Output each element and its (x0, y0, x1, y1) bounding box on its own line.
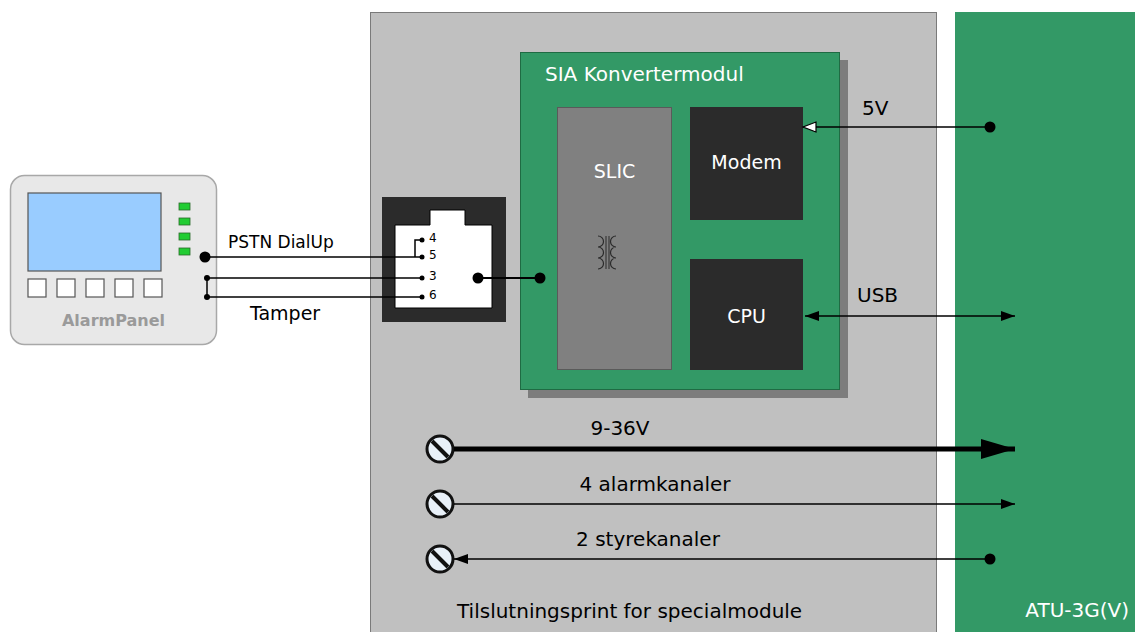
sia-converter-module: SLIC ModemCPU SIA Konvertermodul (520, 52, 840, 390)
pin-number: 5 (429, 248, 449, 262)
node-label: SLIC (558, 160, 671, 183)
junction-dot (985, 554, 996, 565)
rj-socket: 4 5 3 6 (382, 197, 506, 322)
screw-terminal (427, 546, 453, 572)
pin-number: 4 (429, 231, 449, 245)
signal-label: 4 alarmkanaler (579, 472, 730, 496)
status-led (179, 248, 190, 255)
cpu-block: CPU (690, 259, 803, 370)
node-label: Tilslutningsprint for specialmodule (457, 599, 927, 623)
pin-number: 3 (429, 269, 449, 283)
slic-block: SLIC (557, 107, 672, 370)
signal-label: PSTN DialUp (228, 232, 334, 252)
panel-button (144, 279, 162, 297)
node-label: ATU-3G(V) (961, 598, 1129, 622)
alarm-panel: AlarmPanel (10, 175, 217, 345)
junction-dot (473, 273, 484, 284)
connector (454, 503, 1015, 505)
panel-button (115, 279, 133, 297)
transformer-symbol (558, 108, 671, 369)
modem-block: Modem (690, 107, 803, 220)
pin-contact (420, 238, 425, 243)
atu-unit: ATU-3G(V) (955, 12, 1135, 632)
pin-wire (415, 240, 422, 257)
node-label: Modem (690, 151, 803, 174)
signal-label: Tamper (250, 302, 320, 325)
junction-dot (535, 273, 546, 284)
junction-dot (985, 122, 996, 133)
pin-wire (382, 296, 422, 298)
screw-terminal (427, 491, 453, 517)
status-led (179, 233, 190, 240)
connector (205, 256, 382, 258)
signal-label: 9-36V (590, 416, 649, 440)
status-led (179, 218, 190, 225)
pin-contact (420, 295, 425, 300)
connector (803, 126, 990, 128)
display-screen (28, 193, 161, 271)
connector (454, 558, 990, 560)
panel-button (57, 279, 75, 297)
panel-wiring (200, 252, 383, 301)
pin-contact (420, 255, 425, 260)
pin-number: 6 (429, 288, 449, 302)
signal-label: 5V (862, 96, 888, 120)
node-label: CPU (690, 305, 803, 328)
connector (478, 277, 540, 279)
socket-drawing (382, 197, 506, 322)
node-label: SIA Konvertermodul (545, 62, 835, 86)
pin-wire (382, 277, 422, 279)
pin-wire (382, 256, 422, 258)
connector (207, 277, 382, 279)
panel-button (28, 279, 46, 297)
screw-terminal (427, 436, 453, 462)
connector (454, 447, 1015, 452)
signal-label: 2 styrekanaler (576, 527, 720, 551)
panel-button (86, 279, 104, 297)
signal-label: USB (857, 283, 898, 307)
node-label: AlarmPanel (10, 311, 217, 330)
connector (805, 315, 1015, 317)
status-led (179, 203, 190, 210)
pin-contact (420, 276, 425, 281)
